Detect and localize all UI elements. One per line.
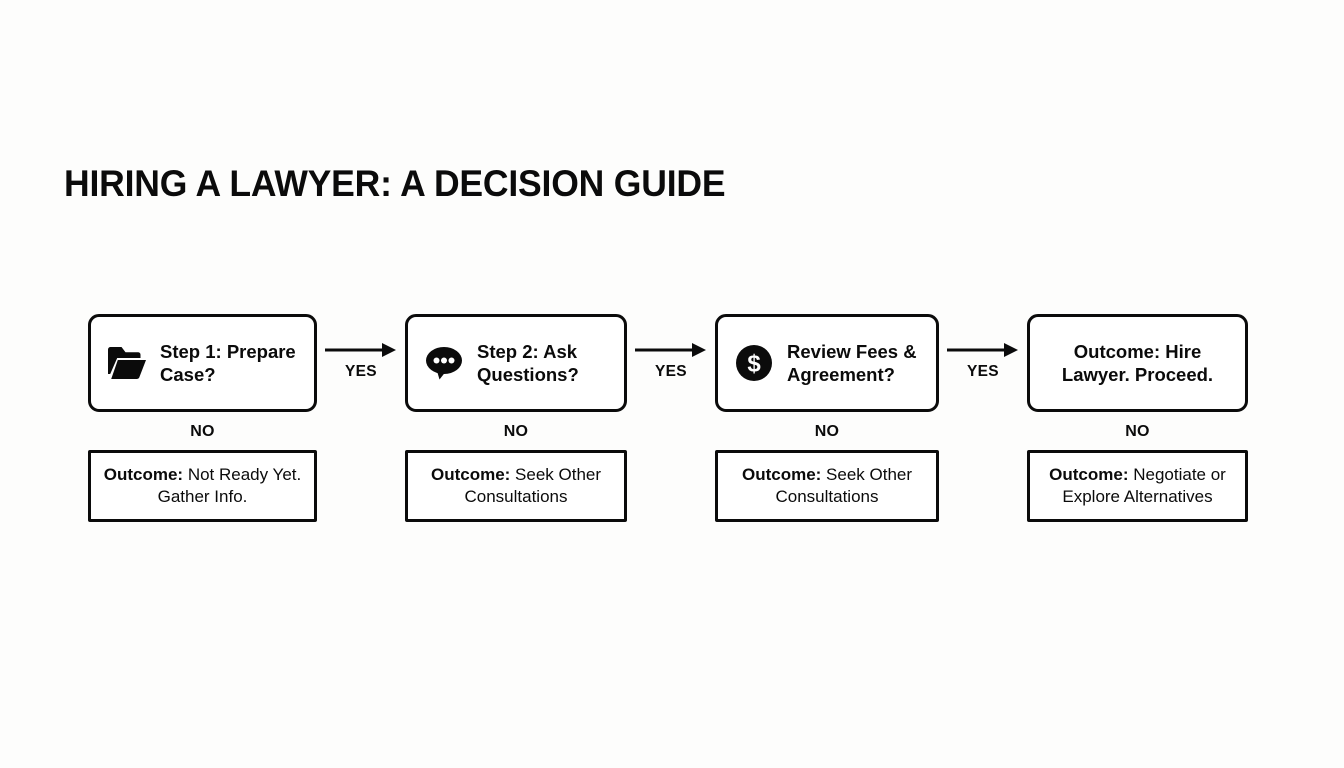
step-label: Step 1: Prepare Case? (160, 340, 296, 385)
outcome-lead: Outcome: (430, 464, 511, 484)
outcome-text: Outcome: Negotiate or Explore Alternativ… (1042, 464, 1233, 509)
decision-flowchart: Step 1: Prepare Case? NO Outcome: Not Re… (88, 314, 1248, 522)
outcome-lead: Outcome: (1049, 464, 1129, 484)
outcome-box-seek-other-2[interactable]: Outcome: Seek Other Consultations (715, 450, 939, 522)
step-box-ask-questions[interactable]: Step 2: Ask Questions? (405, 314, 627, 412)
decision-column-3: $ Review Fees & Agreement? NO Outcome: S… (715, 314, 939, 522)
dollar-circle-icon: $ (734, 343, 774, 383)
speech-bubble-icon (424, 343, 464, 383)
arrow-yes-2: YES (627, 342, 715, 381)
outcome-rest: Seek Other Consultations (775, 464, 913, 506)
decision-column-1: Step 1: Prepare Case? NO Outcome: Not Re… (88, 314, 317, 522)
step-label: Outcome: Hire Lawyer. Proceed. (1061, 340, 1214, 385)
outcome-rest: Not Ready Yet. Gather Info. (157, 464, 302, 506)
arrow-label-yes: YES (345, 363, 377, 380)
svg-text:$: $ (747, 351, 761, 378)
page-title: HIRING A LAWYER: A DECISION GUIDE (64, 163, 726, 204)
outcome-rest: Seek Other Consultations (464, 464, 602, 506)
outcome-box-seek-other-1[interactable]: Outcome: Seek Other Consultations (405, 450, 627, 522)
arrow-label-yes: YES (655, 363, 687, 380)
step-box-review-fees[interactable]: $ Review Fees & Agreement? (715, 314, 939, 412)
outcome-lead: Outcome: (103, 464, 184, 484)
branch-label-no: NO (503, 423, 529, 440)
outcome-text: Outcome: Seek Other Consultations (420, 464, 612, 509)
step-label: Step 2: Ask Questions? (477, 340, 579, 385)
branch-label-no: NO (1125, 423, 1150, 440)
outcome-box-not-ready[interactable]: Outcome: Not Ready Yet. Gather Info. (88, 450, 317, 522)
outcome-box-negotiate[interactable]: Outcome: Negotiate or Explore Alternativ… (1027, 450, 1248, 522)
step-box-prepare-case[interactable]: Step 1: Prepare Case? (88, 314, 317, 412)
outcome-text: Outcome: Not Ready Yet. Gather Info. (103, 464, 302, 509)
arrow-label-yes: YES (967, 363, 999, 380)
outcome-lead: Outcome: (741, 464, 822, 484)
branch-label-no: NO (814, 423, 840, 440)
decision-column-4: Outcome: Hire Lawyer. Proceed. NO Outcom… (1027, 314, 1248, 522)
decision-column-2: Step 2: Ask Questions? NO Outcome: Seek … (405, 314, 627, 522)
step-box-hire-lawyer[interactable]: Outcome: Hire Lawyer. Proceed. (1027, 314, 1248, 412)
arrow-yes-3: YES (939, 342, 1027, 381)
outcome-rest: Negotiate or Explore Alternatives (1062, 464, 1226, 506)
outcome-text: Outcome: Seek Other Consultations (730, 464, 924, 509)
branch-label-no: NO (190, 423, 215, 440)
step-label: Review Fees & Agreement? (787, 340, 917, 385)
folder-icon (107, 343, 147, 383)
arrow-yes-1: YES (317, 342, 405, 381)
